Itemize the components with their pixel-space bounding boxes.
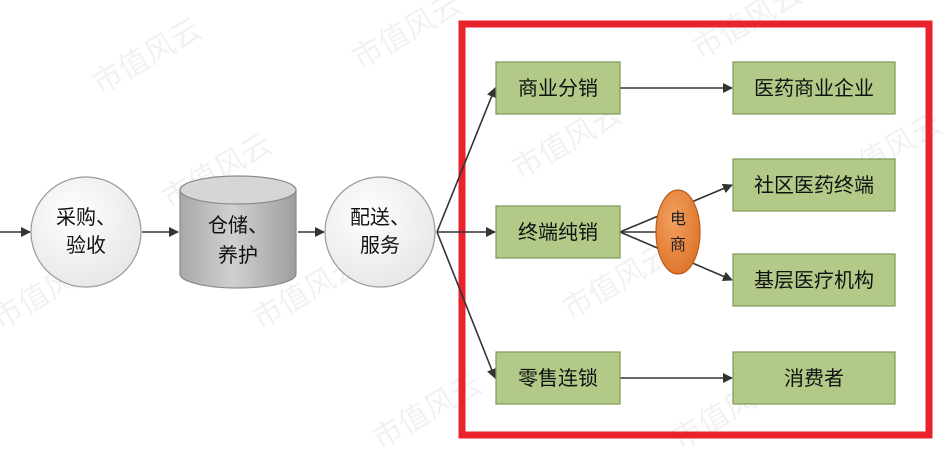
watermark-text: 市值风云 [87, 12, 208, 102]
flow-arrows [0, 83, 733, 383]
node-pharma-enterprise: 医药商业企业 [732, 61, 896, 115]
node-consumer: 消费者 [732, 351, 896, 405]
node-community-pharma: 社区医药终端 [732, 158, 896, 212]
watermark-text: 市值风云 [367, 367, 488, 457]
node-commercial: 商业分销 [495, 61, 621, 115]
node-delivery-line2: 服务 [360, 233, 400, 257]
node-delivery-line1: 配送、 [350, 205, 410, 229]
node-terminal: 终端纯销 [495, 205, 621, 259]
node-purchase-line1: 采购、 [56, 205, 116, 229]
node-ecommerce-char2: 商 [670, 235, 686, 254]
node-community-pharma-label: 社区医药终端 [754, 173, 874, 197]
node-retail: 零售连锁 [495, 351, 621, 405]
highlight-frame [458, 20, 933, 439]
node-purchase: 采购、 验收 [30, 176, 142, 288]
node-retail-label: 零售连锁 [518, 366, 598, 390]
node-pharma-enterprise-label: 医药商业企业 [754, 76, 874, 100]
watermark-text: 市值风云 [347, 0, 468, 77]
node-storage-line1: 仓储、 [208, 213, 268, 237]
arrow-to-commercial [436, 87, 497, 233]
node-consumer-label: 消费者 [784, 366, 844, 390]
node-grassroots: 基层医疗机构 [732, 253, 896, 307]
node-terminal-label: 终端纯销 [518, 220, 598, 244]
node-storage: 仓储、 养护 [179, 175, 297, 289]
node-grassroots-label: 基层医疗机构 [754, 268, 874, 292]
node-storage-line2: 养护 [218, 243, 258, 267]
node-commercial-label: 商业分销 [518, 76, 598, 100]
node-ecommerce: 电 商 [655, 189, 701, 275]
node-delivery: 配送、 服务 [324, 176, 436, 288]
watermark-text: 市值风云 [687, 0, 808, 67]
node-ecommerce-char1: 电 [670, 209, 686, 228]
node-purchase-line2: 验收 [66, 233, 106, 257]
arrow-to-retail [436, 231, 497, 379]
